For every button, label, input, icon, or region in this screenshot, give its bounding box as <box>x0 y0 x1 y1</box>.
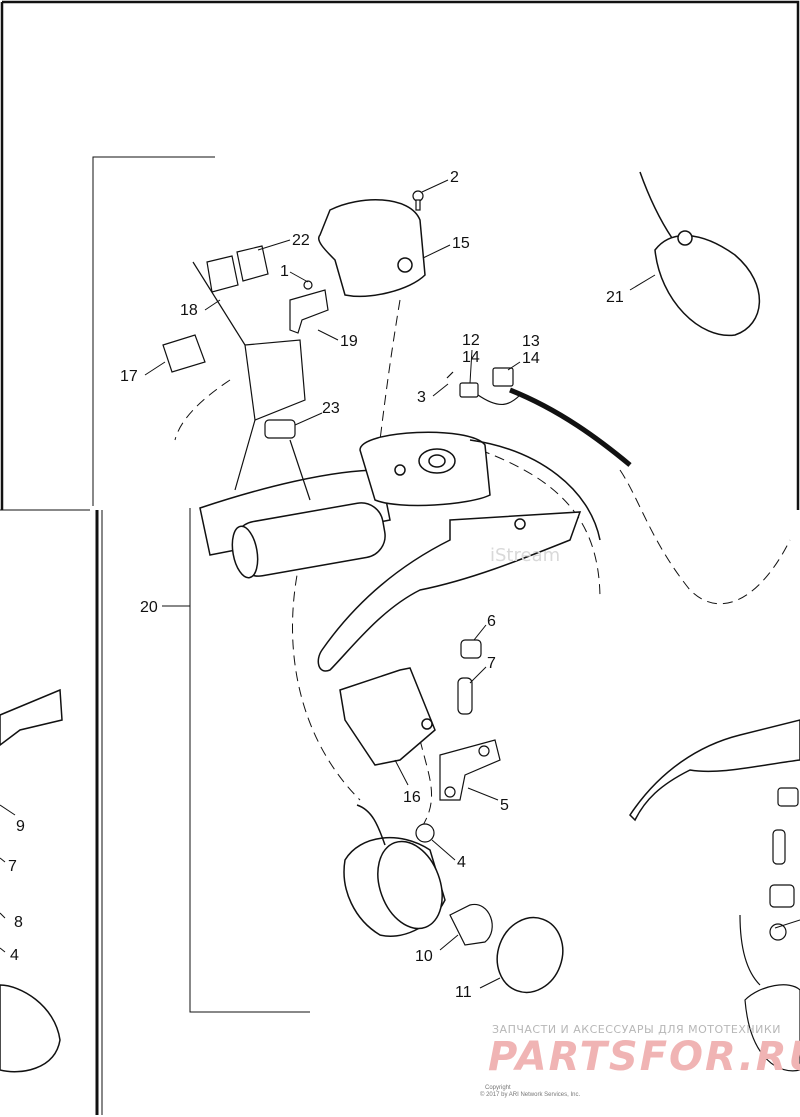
leader-lines <box>0 179 800 989</box>
handlebar-grip <box>199 469 391 579</box>
callout-23: 23 <box>322 400 340 417</box>
assembly-brackets <box>92 156 310 1013</box>
callout-19: 19 <box>340 333 358 350</box>
left-lever-fragment <box>0 688 63 746</box>
master-cylinder <box>359 431 601 541</box>
nut <box>415 823 435 843</box>
copyright-line-1: Copyright <box>485 1085 511 1091</box>
lens <box>496 916 564 994</box>
callout-20: 20 <box>140 599 158 616</box>
callout-15: 15 <box>452 235 470 252</box>
watermark-tagline: ЗАПЧАСТИ И АКСЕССУАРЫ ДЛЯ МОТОТЕХНИКИ <box>492 1023 781 1036</box>
callout-17: 17 <box>120 368 138 385</box>
stream-watermark: iStream <box>490 545 560 566</box>
small-screw <box>303 280 313 290</box>
callout-22: 22 <box>292 232 310 249</box>
bulb <box>449 903 493 946</box>
assembly-dashed-lines <box>174 299 791 831</box>
callout-12: 12 <box>462 332 480 349</box>
right-side-parts <box>739 787 800 1072</box>
right-lever-fragment <box>629 719 800 822</box>
turn-signal-housing <box>343 804 446 937</box>
callout-14a: 14 <box>462 349 480 366</box>
callout-16: 16 <box>403 789 421 806</box>
screw-and-spring <box>457 639 482 715</box>
callout-4b: 4 <box>10 947 19 964</box>
copyright-line-2: © 2017 by ARI Network Services, Inc. <box>480 1091 580 1098</box>
callout-5: 5 <box>500 797 509 814</box>
switch-caps <box>192 245 269 346</box>
callout-labels: 2 22 15 1 18 19 12 13 14 14 17 3 23 21 2… <box>8 169 624 1001</box>
switch-housing-cover <box>318 199 426 298</box>
callout-2: 2 <box>450 169 459 186</box>
callout-18: 18 <box>180 302 198 319</box>
clamp <box>439 739 501 801</box>
callout-4a: 4 <box>457 854 466 871</box>
callout-7b: 7 <box>8 858 17 875</box>
mounting-bracket <box>339 667 436 766</box>
callout-21: 21 <box>606 289 624 306</box>
callout-13: 13 <box>522 333 540 350</box>
callout-7a: 7 <box>487 655 496 672</box>
callout-8: 8 <box>14 914 23 931</box>
callout-11: 11 <box>455 984 472 1001</box>
callout-3: 3 <box>417 389 426 406</box>
screw <box>412 190 424 211</box>
callout-10: 10 <box>415 948 433 965</box>
watermark-brand: PARTSFOR.RU <box>488 1034 800 1080</box>
callout-1: 1 <box>280 263 289 280</box>
brake-lever <box>317 511 582 672</box>
connectors <box>446 367 632 467</box>
switch-assembly <box>162 334 311 501</box>
turn-signal-upper <box>639 171 761 337</box>
switch-bracket <box>289 289 329 334</box>
callout-9: 9 <box>16 818 25 835</box>
left-side-turn-signal <box>0 984 61 1073</box>
callout-6: 6 <box>487 613 496 630</box>
callout-14b: 14 <box>522 350 540 367</box>
